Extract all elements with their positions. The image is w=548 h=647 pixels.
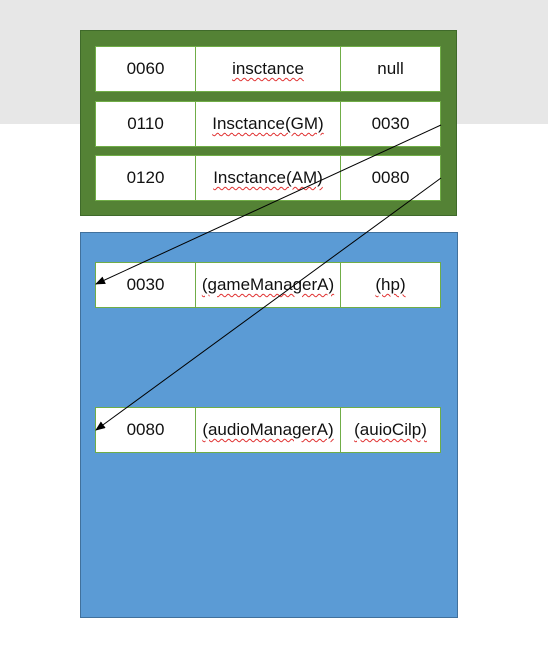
name-text: Insctance(GM) <box>212 114 324 133</box>
value-cell: (hp) <box>341 263 440 307</box>
name-cell: Insctance(GM) <box>196 102 341 146</box>
name-cell: (audioManagerA) <box>196 408 341 452</box>
address-cell: 0120 <box>96 156 196 200</box>
address-cell: 0080 <box>96 408 196 452</box>
heap-row: 0030 (gameManagerA) (hp) <box>95 262 441 308</box>
name-cell: Insctance(AM) <box>196 156 341 200</box>
address-cell: 0110 <box>96 102 196 146</box>
value-cell: 0030 <box>371 114 410 133</box>
name-cell: insctance <box>196 47 341 91</box>
address-cell: 0030 <box>96 263 196 307</box>
value-cell: null <box>377 59 404 78</box>
value-text: (auioCilp) <box>354 420 427 439</box>
name-text: insctance <box>232 59 304 78</box>
value-cell: 0080 <box>371 168 410 187</box>
heap-row: 0080 (audioManagerA) (auioCilp) <box>95 407 441 453</box>
name-cell: (gameManagerA) <box>196 263 341 307</box>
name-text: (audioManagerA) <box>202 420 334 439</box>
name-text: Insctance(AM) <box>213 168 323 187</box>
stack-row: 0110 Insctance(GM) 0030 <box>95 101 441 147</box>
address-cell: 0060 <box>96 47 196 91</box>
stack-row: 0120 Insctance(AM) 0080 <box>95 155 441 201</box>
name-text: (gameManagerA) <box>201 275 335 294</box>
value-text: (hp) <box>375 275 406 294</box>
value-cell: (auioCilp) <box>341 408 440 452</box>
stack-row: 0060 insctance null <box>95 46 441 92</box>
